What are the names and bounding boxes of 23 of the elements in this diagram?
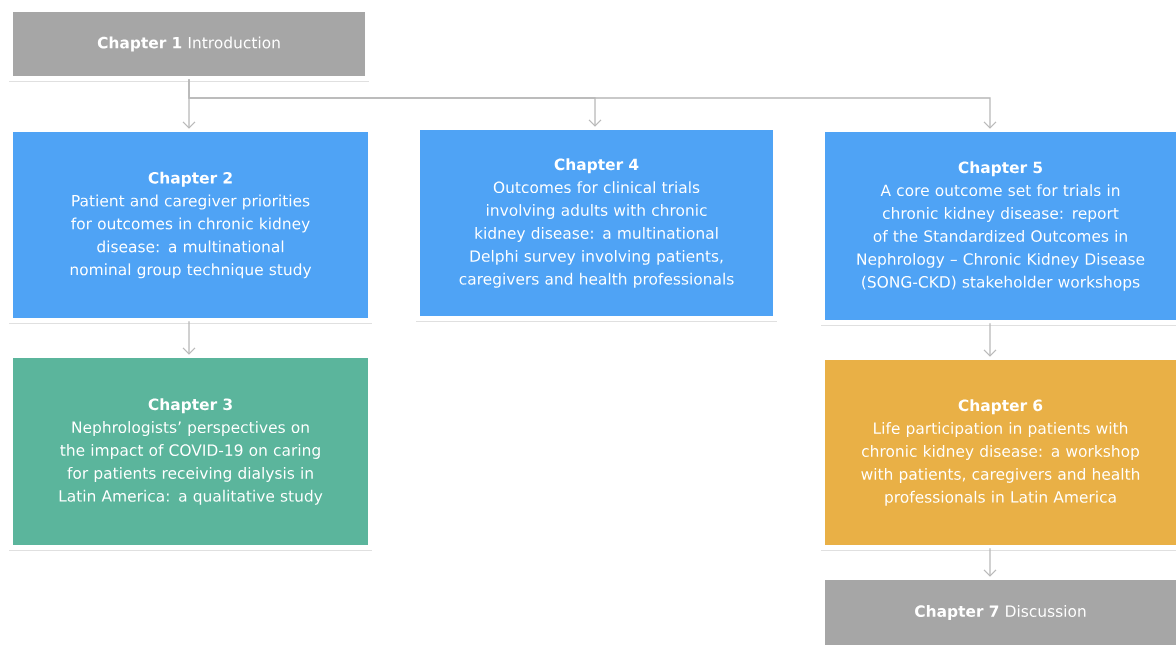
chapter-box: Chapter 2 Patient and caregiver priorities for outcomes in chronic kidney disease: a multinational nominal group technique study — [8, 127, 373, 324]
chapter-box: Chapter 7 Discussion — [820, 575, 1176, 645]
node-label: Chapter 7 Discussion — [915, 605, 1086, 620]
node-label: Patient and caregiver priorities for outcomes in chronic kidney disease: a multinational nominal group technique study — [70, 194, 312, 279]
node-label: Chapter 3 — [148, 398, 232, 414]
node-label: A core outcome set for trials in chronic kidney disease: report of the Standardized Outcomes in Nephrology – Chronic Kidney Disease (SONG-CKD) stakeholder workshops — [857, 184, 1145, 291]
chapter-box: Chapter 6 Life participation in patients with chronic kidney disease: a workshop with patients, caregivers and health professionals in Latin America — [820, 355, 1176, 551]
arrow — [983, 322, 997, 357]
node-label: Chapter 4 — [554, 158, 639, 174]
node-label: Outcomes for clinical trials involving adults with chronic kidney disease: a multinational Delphi survey involving patients, caregivers and health professionals — [459, 181, 734, 288]
chapter-box: Chapter 5 A core outcome set for trials in chronic kidney disease: report of the Standardized Outcomes in Nephrology – Chronic Kidney Disease (SONG-CKD) stakeholder workshops — [820, 127, 1176, 326]
node-label: Chapter 6 — [958, 399, 1043, 415]
node-label: Life participation in patients with chronic kidney disease: a workshop with patients, caregivers and health professionals in Latin America — [861, 422, 1140, 506]
chapter-box: Chapter 4 Outcomes for clinical trials involving adults with chronic kidney disease: a multinational Delphi survey involving patients, caregivers and health professionals — [415, 125, 778, 322]
node-label: Chapter 1 Introduction — [97, 36, 280, 52]
chapter-box: Chapter 1 Introduction — [8, 7, 370, 82]
node-label: Chapter 2 — [148, 171, 232, 187]
arrow — [188, 78, 997, 129]
arrow — [182, 320, 196, 355]
node-label: Chapter 5 — [958, 161, 1042, 177]
node-label: Nephrologists’ perspectives on the impact of COVID-19 on caring for patients receiving dialysis in Latin America: a qualitative study — [59, 421, 323, 505]
arrow — [983, 547, 997, 577]
chapter-box: Chapter 3 Nephrologists’ perspectives on the impact of COVID-19 on caring for patients receiving dialysis in Latin America: a qualitative study — [8, 353, 373, 551]
